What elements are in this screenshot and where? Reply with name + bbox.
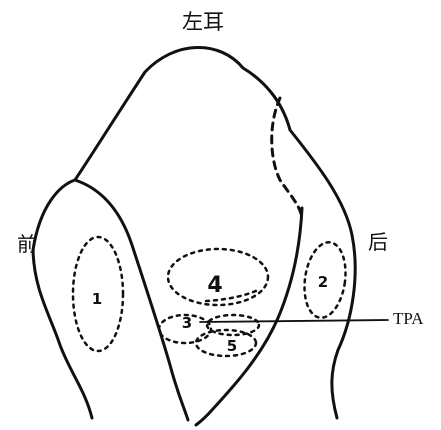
left-lobe-contour: [33, 250, 92, 418]
region-5-label: 5: [227, 337, 237, 355]
back-side-label: 后: [368, 232, 388, 252]
tpa-label: TPA: [393, 310, 424, 327]
ear-outer-contour: [33, 47, 355, 418]
inner-ring-outline: [207, 315, 259, 335]
front-side-label: 前: [17, 234, 37, 254]
region-2-label: 2: [318, 273, 328, 291]
diagram-title: 左耳: [182, 12, 224, 33]
tpa-pointer-line: [200, 320, 388, 322]
region-3-label: 3: [182, 314, 192, 332]
region-4-label: 4: [207, 273, 222, 298]
region-1-label: 1: [92, 290, 102, 308]
